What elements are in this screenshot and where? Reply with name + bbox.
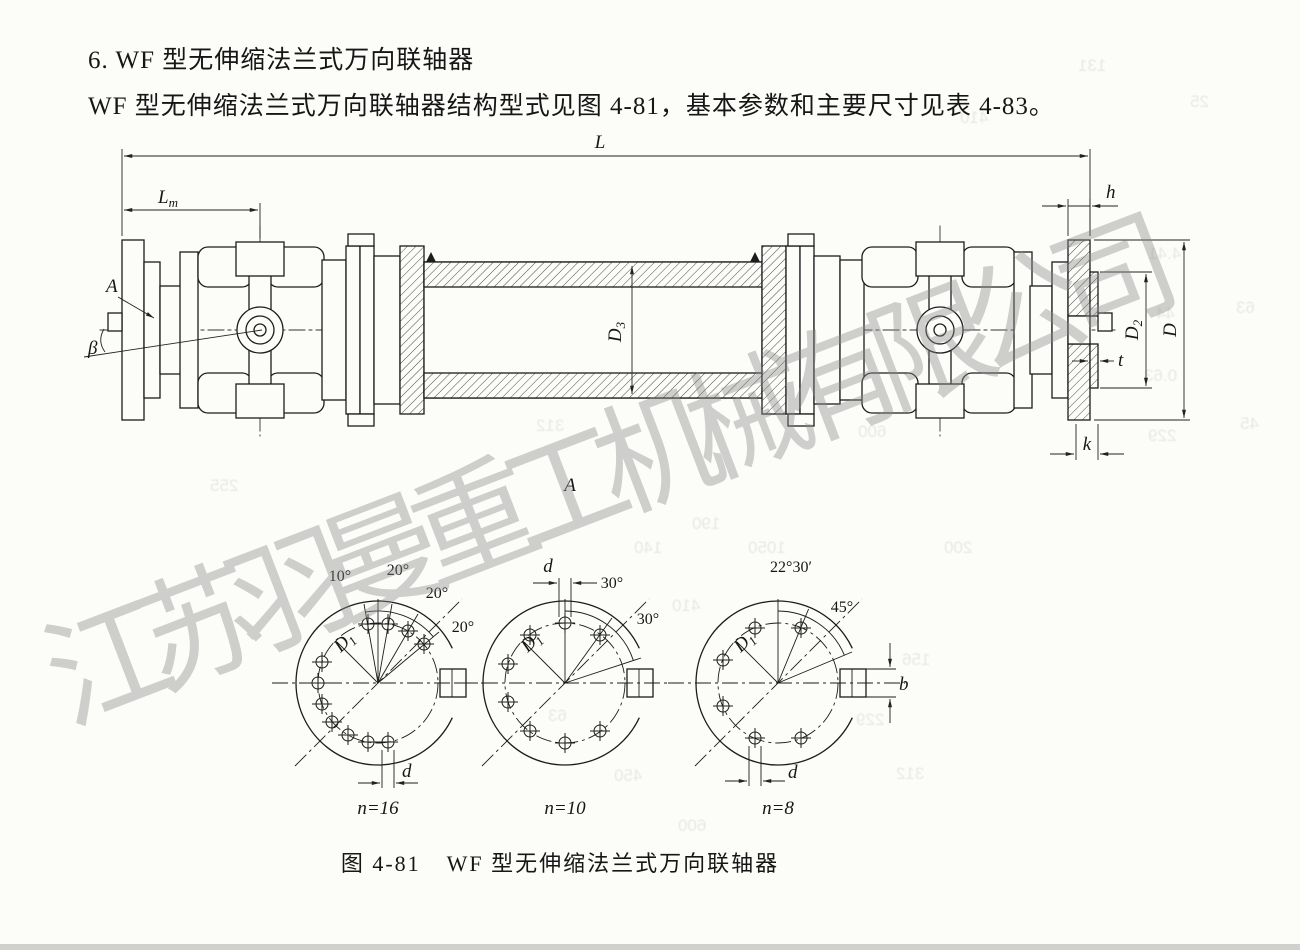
detail3-label-b: b: [899, 674, 909, 695]
detail2-angle-30a: 30°: [601, 575, 623, 592]
dimension-lines: [83, 149, 1190, 460]
detail2-label-d: d: [543, 556, 553, 577]
dim-label-h: h: [1106, 182, 1116, 203]
detail1-angle-20c: 20°: [452, 619, 474, 636]
dim-label-Lm: Lm: [157, 187, 178, 210]
dim-label-D: D: [1160, 323, 1181, 338]
detail2-angle-30b: 30°: [637, 611, 659, 628]
detail3-angle-2230: 22°30′: [770, 559, 812, 576]
dim-label-D2-sub: 2: [1130, 319, 1145, 326]
dim-label-t: t: [1118, 350, 1124, 371]
dimension-labels: L Lm h A β D3 D2 D t k A: [87, 132, 1181, 496]
detail1-angle-20b: 20°: [426, 585, 448, 602]
detail2-label-D1: D1: [516, 627, 547, 658]
bolt-circle-detail-1: [272, 598, 492, 788]
bolt-circle-detail-2: [455, 578, 678, 767]
detail3-bolt-count: n=8: [762, 798, 794, 819]
dim-label-L: L: [594, 132, 606, 153]
dim-label-Lm-base: L: [157, 187, 169, 208]
detail-3-labels: 22°30′ 45° D1 b d n=8: [729, 559, 909, 819]
universal-joint-left: [179, 241, 325, 419]
dim-label-k: k: [1083, 434, 1092, 455]
section-heading: 6. WF 型无伸缩法兰式万向联轴器: [88, 47, 475, 74]
dim-label-Lm-sub: m: [169, 195, 178, 210]
figure-title: WF 型无伸缩法兰式万向联轴器: [446, 851, 780, 876]
figure-caption: 图 4-81 WF 型无伸缩法兰式万向联轴器: [0, 846, 1120, 878]
universal-joint-right: [861, 241, 1017, 419]
bolt-circle-detail-3: [668, 598, 905, 786]
detail1-bolt-count: n=16: [357, 798, 399, 819]
dim-label-D3: D3: [605, 321, 628, 343]
dim-label-D3-sub: 3: [613, 321, 628, 329]
figure-number: 图 4-81: [340, 851, 421, 876]
companion-flange-right: [1013, 239, 1113, 421]
section-view-label-A: A: [562, 475, 576, 496]
page-edge-shadow: [0, 944, 1300, 950]
detail1-label-d: d: [402, 761, 412, 782]
dim-label-D3-base: D: [605, 328, 626, 343]
dim-label-beta: β: [87, 338, 98, 359]
companion-flange-left: [107, 239, 183, 421]
detail3-label-d: d: [788, 762, 798, 783]
dim-label-D2: D2: [1122, 319, 1145, 341]
detail2-bolt-count: n=10: [544, 798, 586, 819]
detail-2-labels: d 30° 30° D1 n=10: [516, 556, 659, 819]
detail3-angle-45: 45°: [831, 599, 853, 616]
main-assembly: [99, 225, 1119, 437]
detail1-label-D1: D1: [329, 627, 360, 658]
detail1-angle-20a: 20°: [387, 562, 409, 579]
dim-label-D2-base: D: [1122, 326, 1143, 341]
detail1-angle-10: 10°: [329, 568, 351, 585]
intermediate-tube: [321, 233, 865, 427]
intro-text: WF 型无伸缩法兰式万向联轴器结构型式见图 4-81，基本参数和主要尺寸见表 4…: [88, 93, 1055, 120]
view-arrow-label-A: A: [104, 276, 118, 297]
